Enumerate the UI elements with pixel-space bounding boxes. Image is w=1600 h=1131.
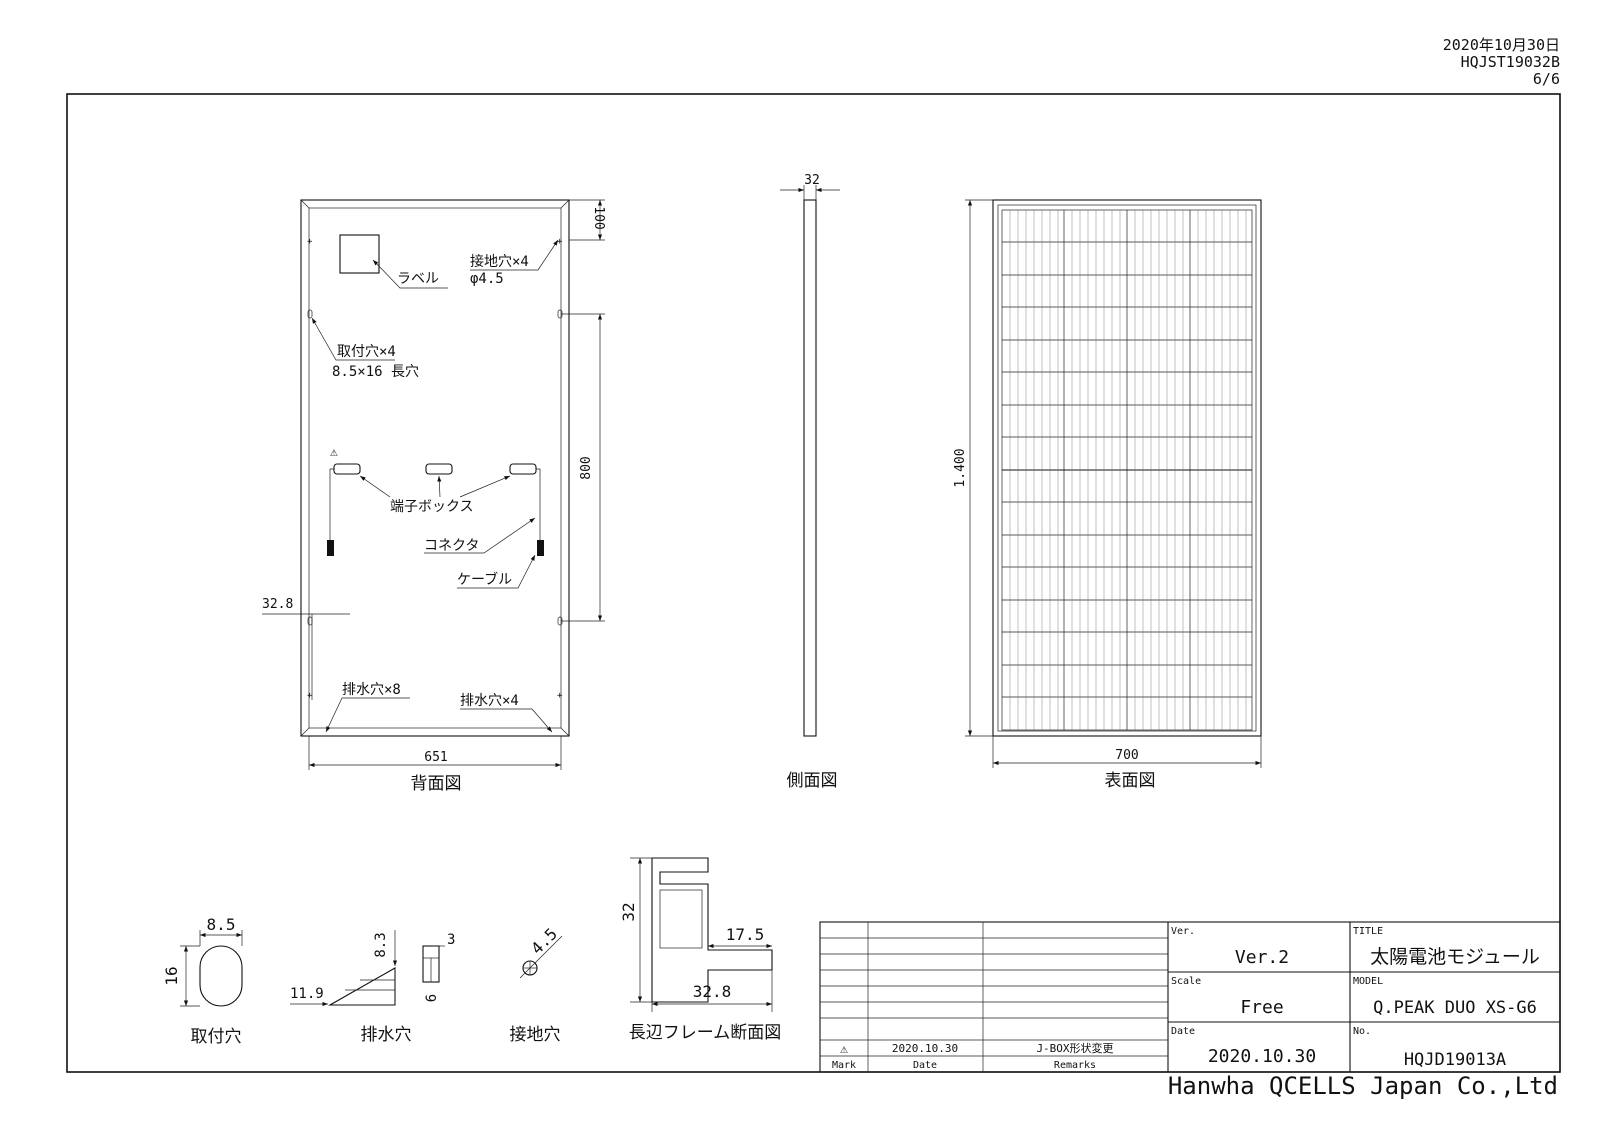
date-value: 2020.10.30 (1208, 1046, 1316, 1067)
cable-left (329, 468, 334, 540)
rev-mark-icon: ⚠ (840, 1042, 848, 1057)
junction-box-center (425, 463, 453, 475)
col-mark: Mark (832, 1060, 856, 1071)
connector-left (327, 540, 334, 556)
label-box (339, 234, 380, 274)
mount-size-text: 8.5×16 長穴 (332, 364, 419, 380)
frame-dim-h: 32 (619, 902, 638, 921)
back-view-title: 背面図 (411, 774, 462, 794)
ground-hole-mark: + (557, 691, 563, 701)
dim-front-width: 700 (1115, 748, 1138, 763)
label-text: ラベル (397, 271, 439, 287)
header-page: 6/6 (1533, 70, 1560, 88)
dim-top-offset: 100 (591, 206, 606, 229)
model-value: Q.PEAK DUO XS-G6 (1373, 998, 1537, 1018)
no-value: HQJD19013A (1404, 1050, 1506, 1070)
frame-dim-lip: 17.5 (726, 925, 765, 944)
back-view: ラベル 接地穴×4 φ4.5 + + + + 取付穴×4 8.5×16 長穴 ⚠… (262, 199, 606, 794)
front-frame-outer (992, 199, 1262, 737)
col-date: Date (913, 1060, 937, 1071)
ground-dia-text: φ4.5 (470, 271, 504, 287)
side-view: 32 側面図 (780, 173, 840, 791)
front-frame-inner (997, 204, 1257, 732)
dim-edge-offset: 32.8 (262, 597, 293, 612)
company-name: Hanwha QCELLS Japan Co.,Ltd (1168, 1072, 1558, 1100)
ground-dim: 4.5 (527, 924, 561, 958)
drain-left-text: 排水穴×8 (342, 682, 401, 698)
drain-dim-4: 6 (424, 994, 440, 1002)
cable-text: ケーブル (457, 571, 512, 588)
connector-text: コネクタ (424, 538, 479, 554)
mount-detail-title: 取付穴 (191, 1027, 242, 1047)
detail-frame-section: 32 17.5 32.8 長辺フレーム断面図 (619, 857, 782, 1043)
connector-right (537, 540, 544, 556)
rev-date: 2020.10.30 (892, 1042, 958, 1055)
dim-back-width: 651 (424, 750, 447, 765)
mount-dim-w: 8.5 (207, 915, 236, 934)
mount-hole (307, 309, 313, 319)
detail-mount-hole: 8.5 16 取付穴 (162, 915, 243, 1047)
side-view-title: 側面図 (787, 771, 838, 791)
ground-detail-title: 接地穴 (510, 1025, 561, 1045)
warning-icon: ⚠ (330, 445, 338, 460)
back-frame-inner (308, 207, 562, 729)
back-frame-outer (300, 199, 570, 737)
dim-mount-spacing: 800 (579, 456, 594, 479)
header-date: 2020年10月30日 (1443, 36, 1560, 54)
drain-right-text: 排水穴×4 (460, 693, 519, 709)
detail-ground-hole: 4.5 接地穴 (510, 924, 563, 1045)
cell-grid (1002, 210, 1252, 730)
frame-dim-w: 32.8 (693, 982, 732, 1001)
detail-drain-hole: 8.3 11.9 3 6 排水穴 (290, 930, 455, 1045)
title-label: TITLE (1353, 926, 1383, 937)
jbox-text: 端子ボックス (390, 499, 474, 515)
junction-box-right (509, 463, 537, 475)
ground-hole-mark: + (557, 237, 563, 247)
col-remarks: Remarks (1054, 1060, 1096, 1071)
mount-hole (307, 616, 313, 626)
ground-hole-text: 接地穴×4 (470, 253, 529, 270)
sheet-border (66, 93, 1561, 1073)
drain-dim-3: 3 (447, 932, 455, 948)
drain-profile (327, 967, 396, 1006)
drain-dim-1: 8.3 (373, 932, 389, 957)
front-view: 1.400 700 表面図 (953, 199, 1262, 791)
side-frame (803, 199, 817, 737)
front-view-title: 表面図 (1105, 771, 1156, 791)
ground-hole-mark: + (307, 237, 313, 247)
mount-slot-shape (199, 945, 243, 1007)
ver-value: Ver.2 (1235, 947, 1289, 968)
scale-value: Free (1240, 997, 1283, 1018)
junction-box-left (333, 463, 361, 475)
rev-remarks: J-BOX形状変更 (1036, 1041, 1113, 1055)
frame-profile (651, 857, 773, 1003)
dim-height: 1.400 (953, 448, 968, 487)
cable-right (536, 468, 541, 540)
ver-label: Ver. (1171, 926, 1195, 937)
header-doc-no: HQJST19032B (1461, 53, 1560, 71)
title-block: ⚠ 2020.10.30 J-BOX形状変更 Mark Date Remarks… (819, 921, 1561, 1073)
scale-label: Scale (1171, 976, 1201, 987)
no-label: No. (1353, 1026, 1371, 1037)
model-label: MODEL (1353, 976, 1383, 987)
drain-dim-2: 11.9 (290, 986, 324, 1002)
mount-dim-h: 16 (162, 966, 181, 985)
dim-side-depth: 32 (804, 173, 820, 188)
mount-hole-text: 取付穴×4 (337, 344, 396, 360)
ground-hole-mark: + (307, 691, 313, 701)
drain-detail-title: 排水穴 (361, 1025, 412, 1045)
date-label: Date (1171, 1026, 1195, 1037)
title-value: 太陽電池モジュール (1370, 946, 1540, 968)
frame-detail-title: 長辺フレーム断面図 (629, 1023, 782, 1043)
